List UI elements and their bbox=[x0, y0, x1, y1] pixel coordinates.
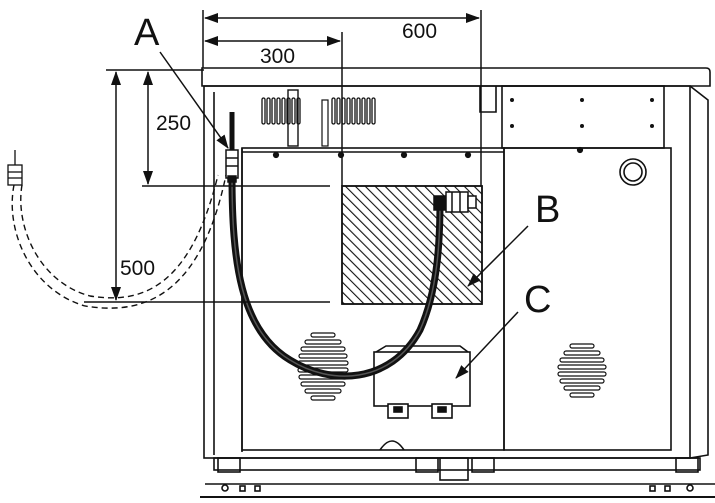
vent-slot bbox=[304, 339, 342, 345]
dimension-300-label: 300 bbox=[260, 45, 295, 68]
vent-slot bbox=[569, 392, 595, 398]
vent-slot bbox=[361, 97, 366, 125]
dimension-lines bbox=[84, 10, 482, 303]
vent-slot bbox=[310, 332, 336, 338]
vent-slot bbox=[366, 97, 371, 125]
right-vent-grille bbox=[557, 343, 607, 398]
vent-slot bbox=[300, 381, 346, 387]
mounting-rail bbox=[242, 146, 584, 159]
vent-slot bbox=[271, 97, 276, 125]
alternate-hose-end-fitting bbox=[7, 150, 23, 186]
vent-slot bbox=[371, 97, 376, 125]
vent-slot bbox=[331, 97, 336, 125]
leader-c bbox=[455, 311, 519, 379]
vent-slot bbox=[300, 346, 346, 352]
dimension-500-label: 500 bbox=[120, 257, 155, 280]
label-b: B bbox=[535, 189, 560, 231]
vent-slot bbox=[336, 97, 341, 125]
vent-slot bbox=[291, 97, 296, 125]
vent-slot bbox=[559, 357, 605, 363]
dimension-250-label: 250 bbox=[156, 112, 191, 135]
vent-slot bbox=[559, 378, 605, 384]
leader-a bbox=[159, 51, 229, 149]
vent-slot bbox=[557, 371, 607, 377]
vent-slot bbox=[261, 97, 266, 125]
top-vent bbox=[261, 97, 376, 125]
vent-slot bbox=[281, 97, 286, 125]
bracket-screws bbox=[510, 98, 654, 128]
alternate-hose-route bbox=[11, 174, 227, 309]
callout-leaders bbox=[159, 51, 529, 379]
vent-slot bbox=[304, 388, 342, 394]
vent-slot bbox=[346, 97, 351, 125]
hose-connector-a bbox=[225, 149, 239, 183]
vent-slot bbox=[356, 97, 361, 125]
dimension-600-label: 600 bbox=[402, 20, 437, 43]
hose-connector-inlet bbox=[433, 191, 477, 213]
vent-slot bbox=[569, 343, 595, 349]
vent-slot bbox=[557, 364, 607, 370]
leader-b bbox=[467, 225, 529, 287]
vent-slot bbox=[298, 353, 348, 359]
label-c: C bbox=[524, 279, 551, 321]
connector-box bbox=[373, 345, 471, 419]
vent-slot bbox=[310, 395, 336, 401]
vent-slot bbox=[266, 97, 271, 125]
label-a: A bbox=[134, 12, 160, 54]
vent-slot bbox=[276, 97, 281, 125]
vent-slot bbox=[563, 385, 601, 391]
vent-slot bbox=[351, 97, 356, 125]
vent-slot bbox=[563, 350, 601, 356]
